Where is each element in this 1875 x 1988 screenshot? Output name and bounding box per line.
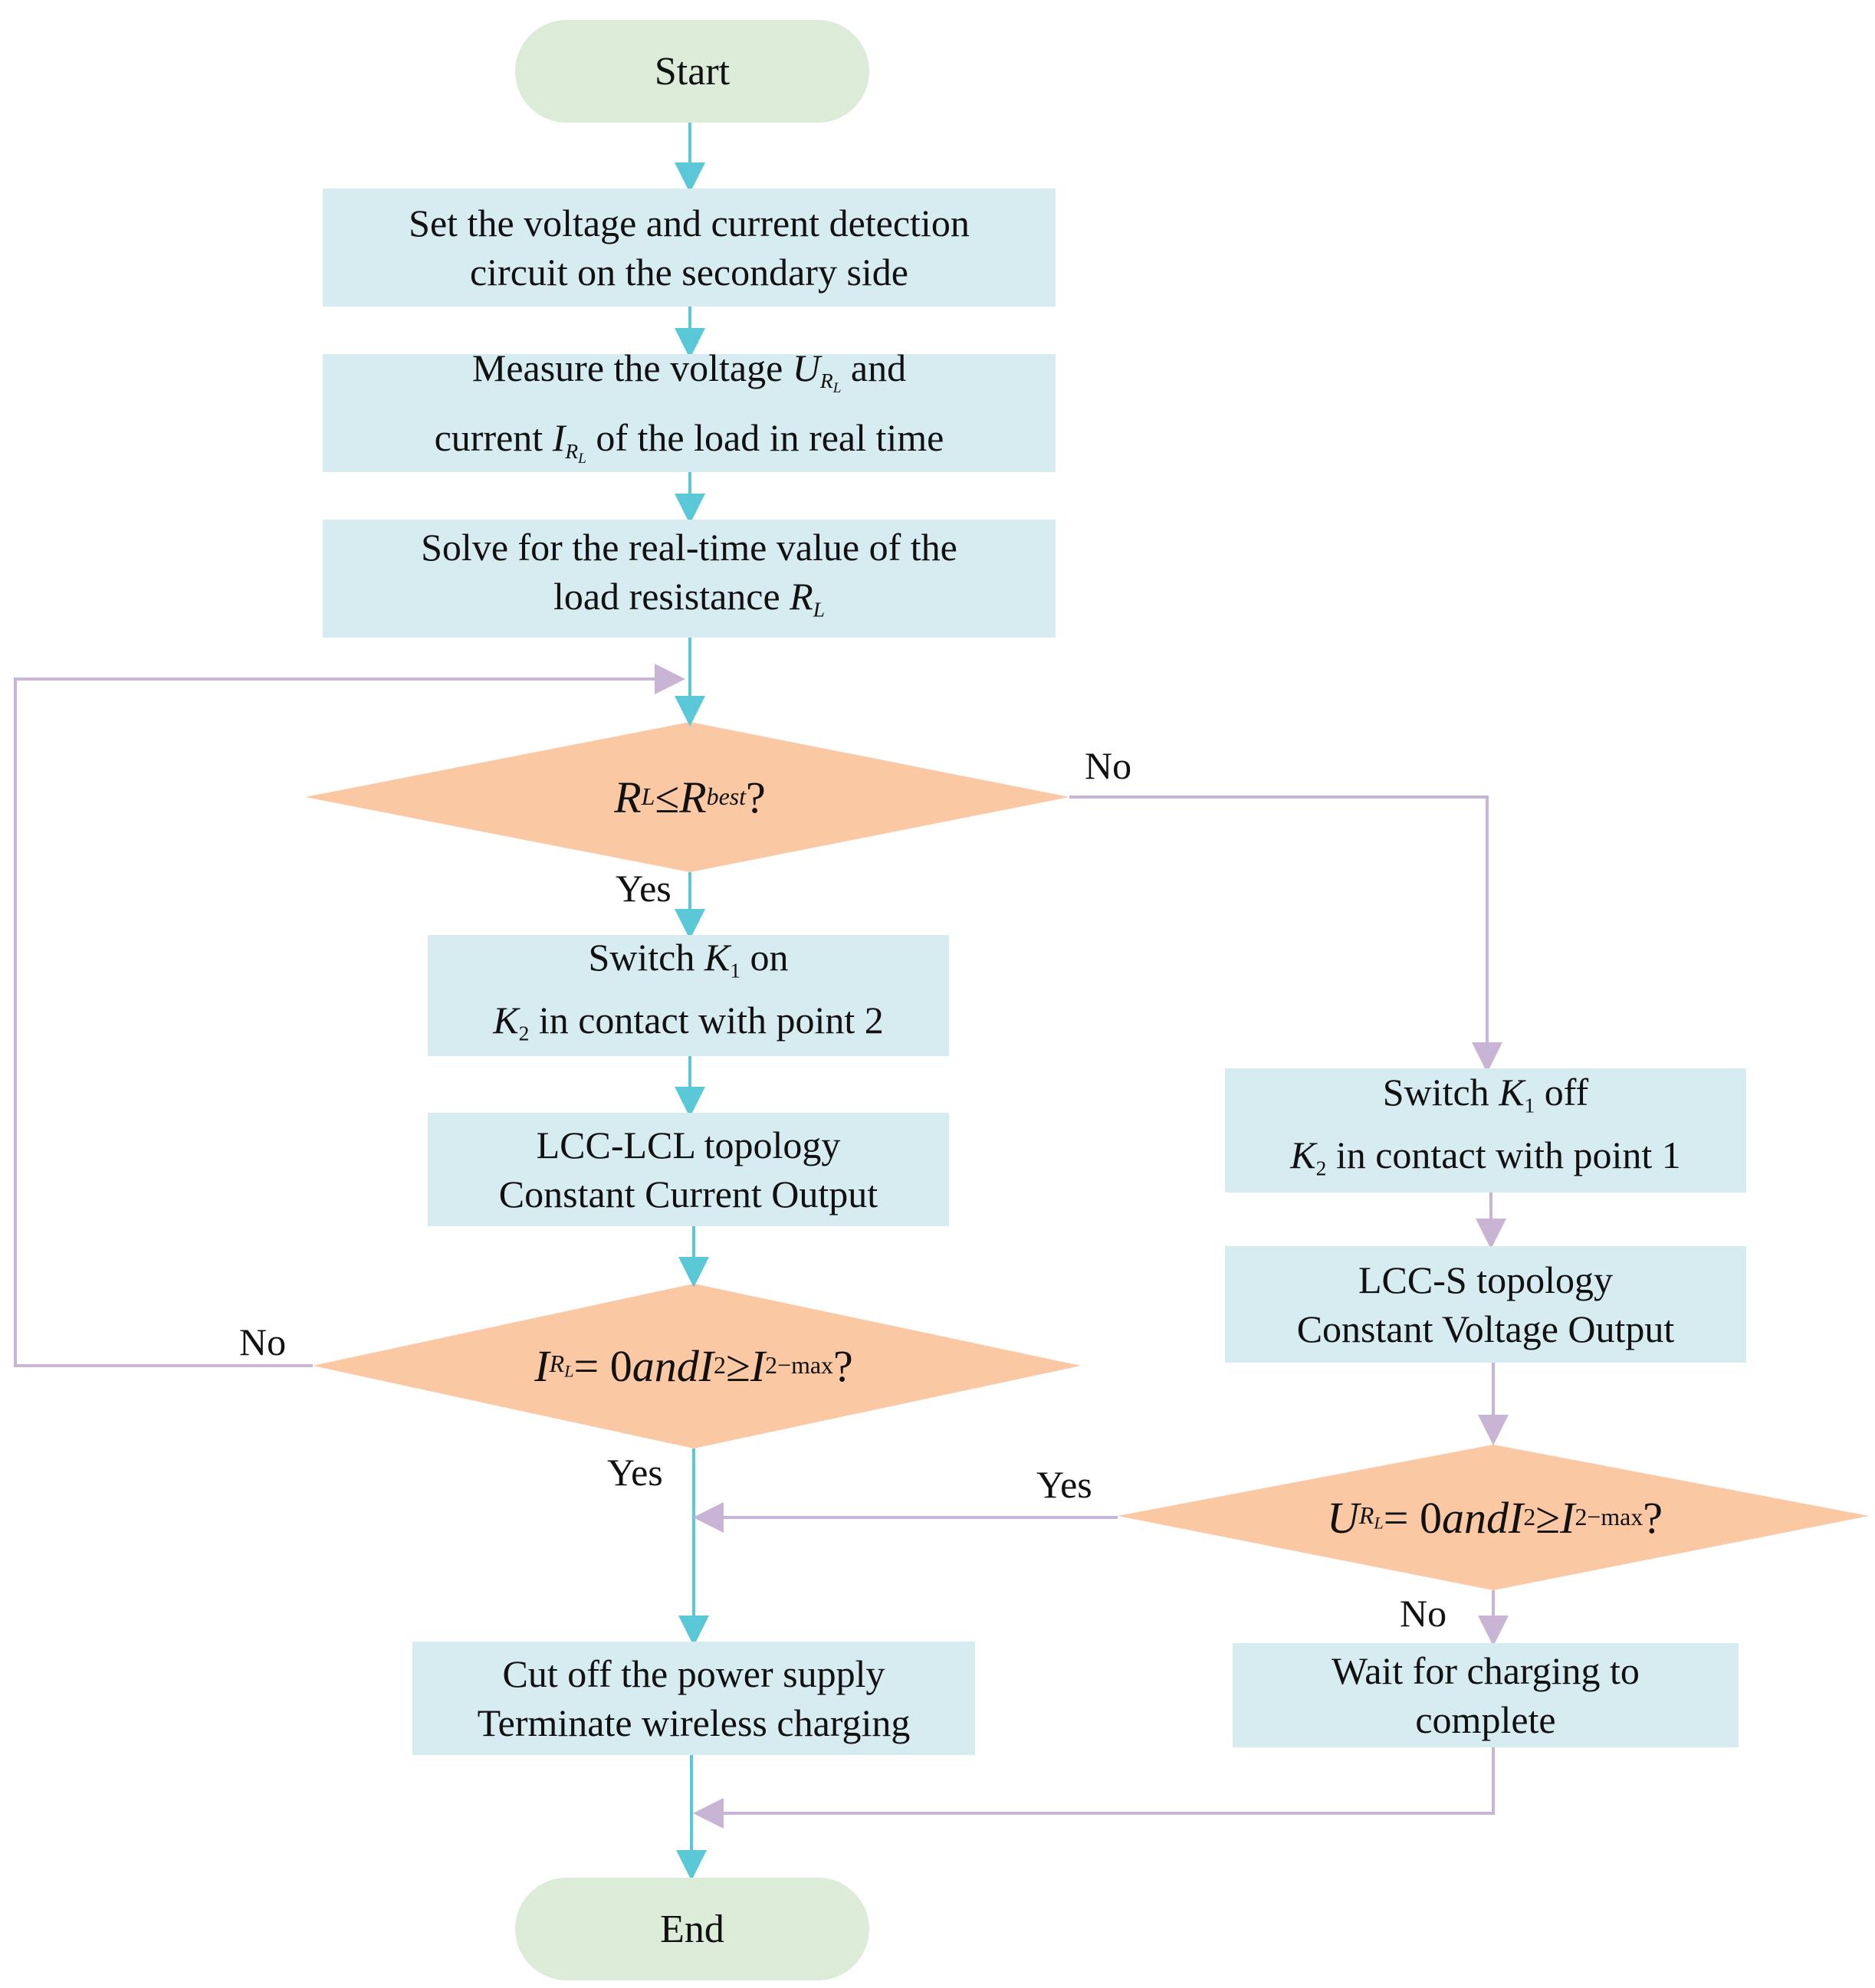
decision-diamond-1 (305, 722, 1069, 872)
step-set-detection-circuit: Set the voltage and current detection ci… (323, 189, 1056, 307)
edge-label-d2-yes: Yes (607, 1451, 663, 1494)
edge-label-d3-yes: Yes (1036, 1463, 1092, 1506)
edge-label-d1-no: No (1085, 744, 1132, 787)
arrow-decision1-no (1069, 796, 1502, 1073)
edge-label-d2-no: No (239, 1320, 287, 1363)
edge-label-d1-yes: Yes (616, 867, 672, 910)
end-terminal: End (515, 1878, 869, 1980)
arrow-decision2-no-loop (14, 664, 685, 1367)
decision-diamond-2 (313, 1284, 1081, 1448)
step-switch-k1-off: Switch K1 off K2 in contact with point 1 (1225, 1068, 1746, 1192)
step-solve-load-resistance: Solve for the real-time value of the loa… (323, 520, 1056, 638)
step-cut-off-power: Cut off the power supply Terminate wirel… (412, 1642, 975, 1755)
step-measure-voltage-current: Measure the voltage URL and current IRL … (323, 346, 1056, 472)
step-lcc-lcl-topology: LCC-LCL topology Constant Current Output (428, 1113, 949, 1226)
edge-label-d3-no: No (1400, 1592, 1447, 1635)
end-label: End (660, 1907, 724, 1951)
step-switch-k1-on: Switch K1 on K2 in contact with point 2 (428, 935, 949, 1056)
start-terminal: Start (515, 20, 869, 123)
step-lcc-s-topology: LCC-S topology Constant Voltage Output (1225, 1246, 1746, 1363)
step-wait-charging: Wait for charging to complete (1233, 1643, 1739, 1747)
arrow-wait-to-end (693, 1747, 1495, 1829)
decision-diamond-3 (1118, 1445, 1869, 1590)
start-label: Start (654, 49, 731, 93)
